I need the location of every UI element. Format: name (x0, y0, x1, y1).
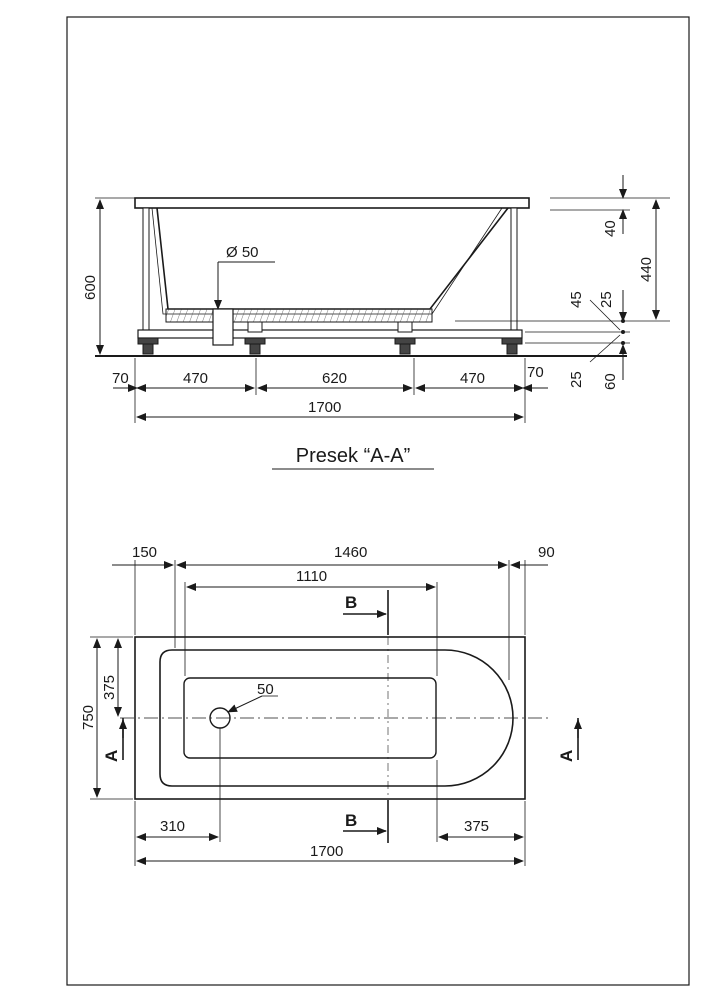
section-a-left-label: A (102, 750, 121, 762)
section-b-top-label: B (345, 593, 357, 612)
right-margin-label: 90 (538, 544, 555, 561)
frame-leg-right (510, 207, 518, 339)
seg-620-label: 620 (322, 370, 347, 387)
tub-bowl (159, 649, 514, 787)
bottom-board (165, 308, 433, 323)
rim-thickness-label: 40 (602, 220, 619, 237)
seg-70-right-label: 70 (527, 364, 544, 381)
total-width-label: 750 (80, 705, 97, 730)
seg-470-left-label: 470 (183, 370, 208, 387)
section-title: Presek “A-A” (296, 445, 410, 467)
bathtub-rim (134, 197, 530, 209)
bathtub-body (156, 207, 509, 310)
drain-pipe (212, 308, 234, 346)
gap-25-top-label: 25 (598, 291, 615, 308)
gap-25-bottom-label: 25 (568, 371, 585, 388)
top-view: 50 150 1460 90 1110 750 375 A (80, 544, 582, 866)
leg-spacing-dims: 70 470 620 470 70 1700 (112, 358, 548, 423)
drain-label: 50 (257, 681, 274, 698)
adjustable-feet (137, 321, 523, 355)
drain-diameter-label: Ø 50 (226, 244, 259, 261)
top-length-total-label: 1700 (310, 843, 343, 860)
inner-length-label: 1460 (334, 544, 367, 561)
gap-60-label: 60 (602, 373, 619, 390)
drain-offset-label: 310 (160, 818, 185, 835)
depth-label: 440 (638, 257, 655, 282)
section-b-bottom-label: B (345, 811, 357, 830)
frame-leg-left (142, 207, 150, 339)
section-mark-a-left: A (102, 718, 127, 762)
side-length-total-label: 1700 (308, 399, 341, 416)
section-mark-b-top: B (343, 590, 389, 635)
side-view: Ø 50 600 40 440 45 25 25 60 (82, 175, 670, 423)
flat-length-label: 1110 (296, 568, 327, 585)
seg-70-left-label: 70 (112, 370, 129, 387)
angle-45-label: 45 (568, 291, 585, 308)
section-mark-b-bottom: B (343, 800, 389, 843)
right-offset-label: 375 (464, 818, 489, 835)
section-mark-a-right: A (557, 718, 582, 762)
section-a-right-label: A (557, 750, 576, 762)
bathtub-body-inner (151, 207, 503, 315)
seg-470-right-label: 470 (460, 370, 485, 387)
frame-beam (137, 329, 523, 339)
half-width-label: 375 (101, 675, 118, 700)
height-total-label: 600 (82, 275, 99, 300)
sheet-frame (66, 16, 690, 986)
left-margin-label: 150 (132, 544, 157, 561)
right-height-dims: 40 440 45 25 25 60 (455, 175, 670, 390)
